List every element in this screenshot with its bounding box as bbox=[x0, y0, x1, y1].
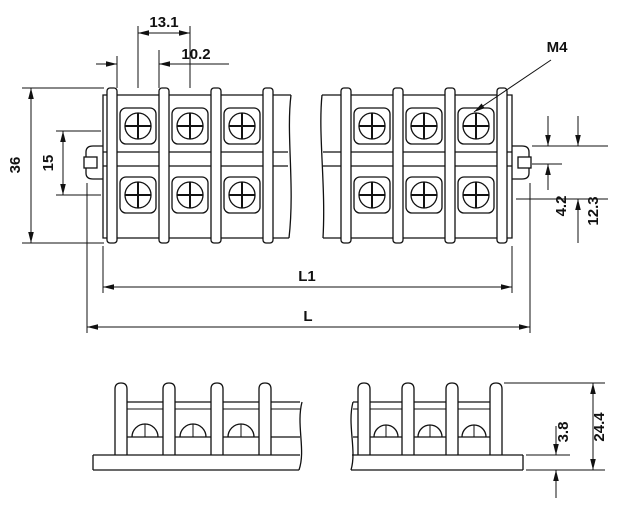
screw-terminal bbox=[171, 176, 209, 214]
divider-wall bbox=[444, 87, 456, 244]
divider-wall bbox=[496, 87, 508, 244]
divider-post bbox=[162, 382, 176, 456]
divider-wall bbox=[262, 87, 274, 244]
screw-dome bbox=[227, 422, 255, 438]
screw-terminal bbox=[223, 107, 261, 145]
divider-post bbox=[401, 382, 415, 456]
top-view bbox=[83, 87, 532, 244]
dim-3-8-label: 3.8 bbox=[555, 422, 572, 443]
dim-4-2-label: 4.2 bbox=[553, 196, 570, 217]
screw-terminal bbox=[405, 176, 443, 214]
left-bracket-slot bbox=[83, 156, 98, 169]
screw-terminal bbox=[119, 176, 157, 214]
screw-terminal bbox=[457, 107, 495, 145]
divider-post bbox=[445, 382, 459, 456]
dim-10-2-label: 10.2 bbox=[181, 46, 210, 63]
break-line-right bbox=[320, 94, 325, 239]
divider-post bbox=[210, 382, 224, 456]
screw-terminal bbox=[119, 107, 157, 145]
screw-dome bbox=[417, 423, 443, 438]
front-view bbox=[92, 382, 524, 471]
leader-line-m4 bbox=[473, 59, 552, 113]
screw-dome bbox=[131, 422, 159, 438]
dim-36-label: 36 bbox=[7, 157, 24, 174]
divider-wall bbox=[392, 87, 404, 244]
screw-terminal bbox=[353, 107, 391, 145]
dim-13-1-label: 13.1 bbox=[149, 14, 178, 31]
dim-15-label: 15 bbox=[40, 155, 57, 172]
screw-terminal bbox=[171, 107, 209, 145]
divider-wall bbox=[340, 87, 352, 244]
dim-l-label: L bbox=[303, 308, 312, 325]
divider-wall bbox=[210, 87, 222, 244]
dim-12-3-label: 12.3 bbox=[585, 196, 602, 225]
right-bracket-slot bbox=[517, 156, 532, 169]
screw-terminal bbox=[223, 176, 261, 214]
front-break-right-segment bbox=[350, 401, 354, 471]
screw-terminal bbox=[405, 107, 443, 145]
divider-post bbox=[489, 382, 503, 456]
screw-dome bbox=[179, 422, 207, 438]
screw-terminal bbox=[457, 176, 495, 214]
divider-wall bbox=[106, 87, 118, 244]
dim-l1-label: L1 bbox=[298, 268, 316, 285]
front-break-left-segment bbox=[298, 401, 303, 471]
divider-post bbox=[357, 382, 371, 456]
divider-post bbox=[258, 382, 272, 456]
break-line-left bbox=[288, 94, 292, 239]
screw-dome bbox=[373, 423, 399, 438]
dim-24-4-label: 24.4 bbox=[591, 412, 608, 442]
thread-m4-label: M4 bbox=[547, 39, 568, 56]
divider-post bbox=[114, 382, 128, 456]
screw-terminal bbox=[353, 176, 391, 214]
divider-wall bbox=[158, 87, 170, 244]
dimension-annotations: 13.1 10.2 M4 36 15 4.2 12.3 L1 bbox=[7, 14, 608, 498]
screw-dome bbox=[461, 423, 487, 438]
